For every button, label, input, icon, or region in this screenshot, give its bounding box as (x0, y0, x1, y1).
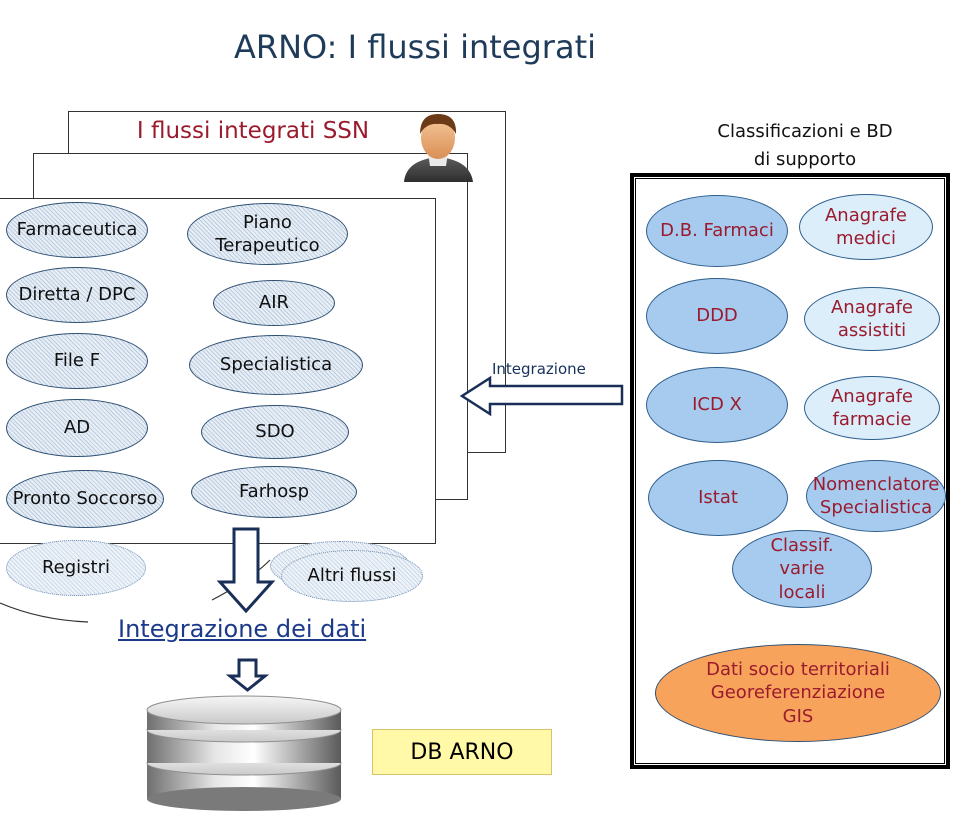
support-ddd: DDD (646, 278, 788, 354)
flow-diretta-dpc: Diretta / DPC (6, 267, 148, 323)
support-title: Classificazioni e BD di supporto (700, 118, 910, 174)
page-title: ARNO: I flussi integrati (233, 28, 596, 66)
flow-specialistica: Specialistica (189, 335, 363, 395)
flow-piano-terapeutico: Piano Terapeutico (187, 203, 348, 265)
flow-farhosp: Farhosp (191, 466, 357, 518)
support-db-farmaci: D.B. Farmaci (646, 195, 788, 267)
support-title-line2: di supporto (753, 148, 857, 170)
flow-registri: Registri (6, 540, 146, 596)
stack-title: I flussi integrati SSN (136, 118, 370, 144)
support-nomenclatore-specialistica: Nomenclatore Specialistica (806, 460, 946, 532)
support-classif-varie-locali: Classif. varie locali (732, 530, 872, 608)
support-icd-x: ICD X (646, 367, 788, 443)
flow-sdo: SDO (201, 405, 349, 459)
support-title-line1: Classificazioni e BD (717, 121, 893, 142)
flow-file-f: File F (6, 333, 148, 389)
flow-pronto-soccorso: Pronto Soccorso (6, 470, 164, 528)
integration-arrow-label: Integrazione (492, 360, 586, 378)
down-arrow-small-icon (225, 658, 270, 692)
support-anagrafe-farmacie: Anagrafe farmacie (804, 376, 940, 440)
flow-farmaceutica: Farmaceutica (6, 202, 148, 258)
integration-result-label: Integrazione dei dati (118, 615, 367, 643)
support-frame-inner (635, 178, 945, 764)
support-frame (630, 173, 950, 769)
support-anagrafe-medici: Anagrafe medici (799, 194, 933, 260)
support-anagrafe-assistiti: Anagrafe assistiti (804, 287, 940, 351)
db-arno-label: DB ARNO (372, 729, 552, 775)
support-istat: Istat (648, 460, 788, 536)
flow-air: AIR (213, 280, 335, 326)
flow-altri-flussi: Altri flussi (281, 550, 423, 602)
support-dati-socio-territoriali: Dati socio territoriali Georeferenziazio… (655, 644, 941, 742)
flow-ad: AD (6, 399, 148, 457)
